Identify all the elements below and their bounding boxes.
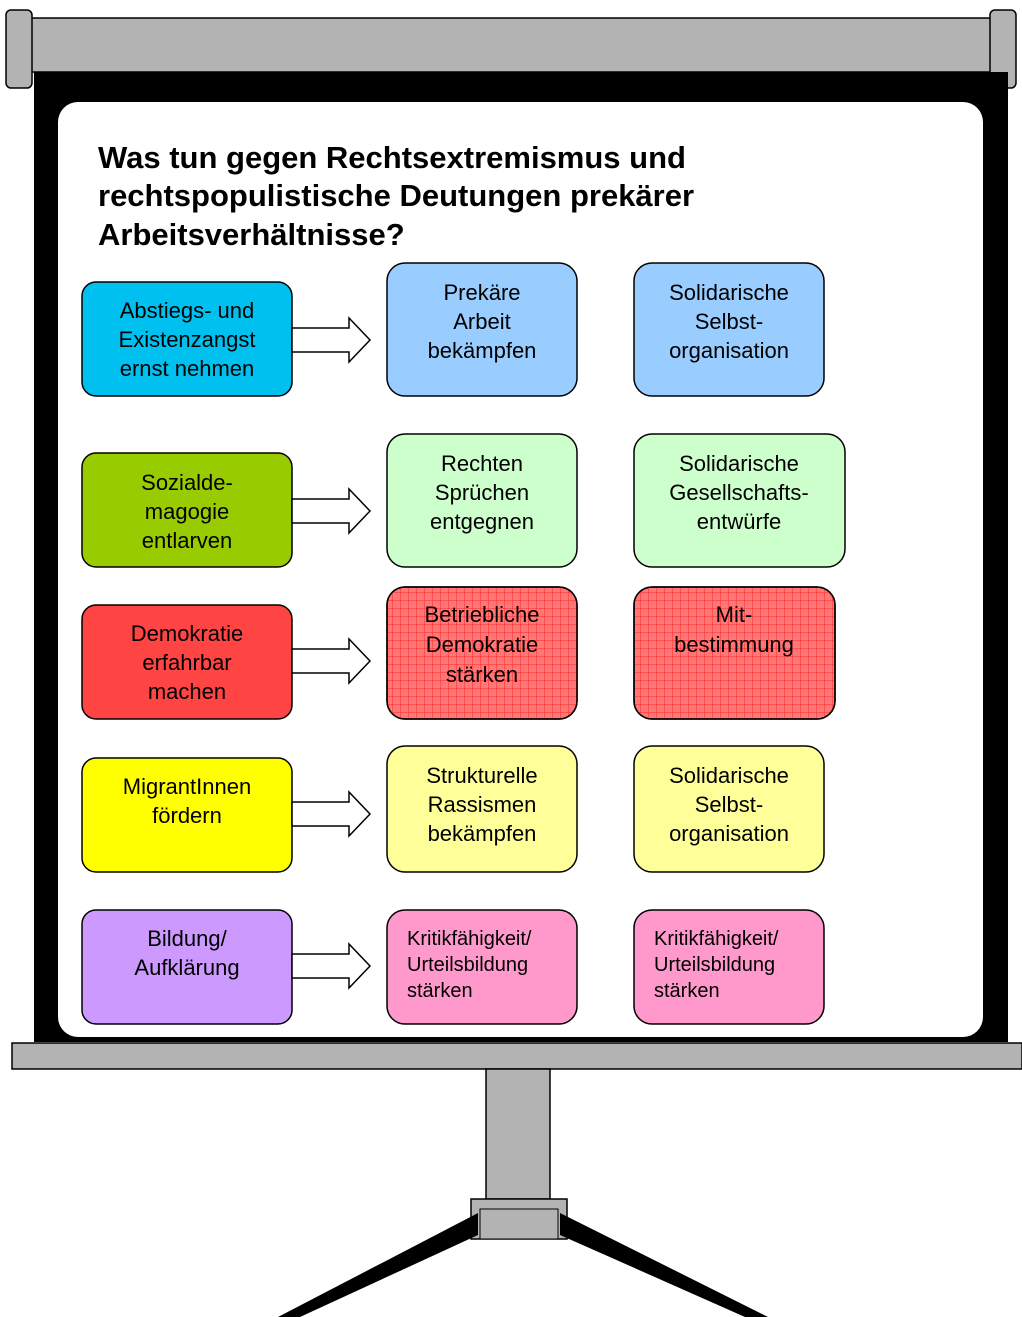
box-row5-middle-line3: stärken <box>407 980 473 1002</box>
box-row1-middle <box>386 262 578 397</box>
box-row2-left-line1: Sozialde- <box>141 470 233 495</box>
screen-bottom-bar <box>11 1042 1022 1070</box>
box-row5-left-line1: Bildung/ <box>147 926 227 951</box>
box-row4-middle-line2: Rassismen <box>428 792 537 817</box>
box-row3-middle-line2: Demokratie <box>426 632 538 657</box>
arrow-right-icon <box>291 790 372 838</box>
box-row5-right-line3: stärken <box>654 980 720 1002</box>
box-row3-middle-line1: Betriebliche <box>425 602 540 627</box>
box-row2-right-line1: Solidarische <box>679 451 799 476</box>
box-row1-right-line1: Solidarische <box>669 280 789 305</box>
box-row2-middle <box>386 433 578 568</box>
box-row3-left-line2: erfahrbar <box>142 650 231 675</box>
title-line-2: rechtspopulistische Deutungen prekärer <box>98 178 694 213</box>
box-row2-left-line3: entlarven <box>142 528 233 553</box>
arrow-right-icon <box>291 942 372 990</box>
row-5: Bildung/ Aufklärung Kritikfähigkeit/ Urt… <box>81 909 825 1025</box>
box-row5-left-line2: Aufklärung <box>134 955 239 980</box>
arrow-right-icon <box>291 637 372 685</box>
title-line-1: Was tun gegen Rechtsextremismus und <box>98 140 686 175</box>
box-row5-middle-line2: Urteilsbildung <box>407 954 528 976</box>
box-row3-middle-grid-texture <box>386 586 578 720</box>
box-row5-right-line1: Kritikfähigkeit/ <box>654 928 779 950</box>
box-row4-middle-line3: bekämpfen <box>428 821 537 846</box>
box-row5-middle <box>386 909 578 1025</box>
box-row3-left-line3: machen <box>148 679 226 704</box>
arrow-right-icon <box>291 316 372 364</box>
row-2: Sozialde- magogie entlarven Rechten Sprü… <box>81 433 846 568</box>
box-row5-middle-line1: Kritikfähigkeit/ <box>407 928 532 950</box>
row-4: MigrantInnen fördern Strukturelle Rassis… <box>81 745 825 873</box>
box-row1-middle-line3: bekämpfen <box>428 338 537 363</box>
box-row2-middle-line1: Rechten <box>441 451 523 476</box>
box-row2-right-line2: Gesellschafts- <box>669 480 808 505</box>
box-row4-right-line2: Selbst- <box>695 792 763 817</box>
box-row1-middle-line2: Arbeit <box>453 309 510 334</box>
box-row1-middle-line1: Prekäre <box>443 280 520 305</box>
box-row3-left-line1: Demokratie <box>131 621 243 646</box>
box-row1-left-line2: Existenzangst <box>119 327 256 352</box>
box-row5-right-line2: Urteilsbildung <box>654 954 775 976</box>
box-row4-right-line1: Solidarische <box>669 763 789 788</box>
box-row4-left-line2: fördern <box>152 803 222 828</box>
arrow-right-icon <box>291 487 372 535</box>
box-row1-left-line1: Abstiegs- und <box>120 298 255 323</box>
box-row4-right <box>633 745 825 873</box>
box-row2-middle-line3: entgegnen <box>430 509 534 534</box>
row-3: Demokratie erfahrbar machen Betriebliche… <box>81 586 836 720</box>
box-row1-right-line2: Selbst- <box>695 309 763 334</box>
box-row2-middle-line2: Sprüchen <box>435 480 529 505</box>
row-1: Abstiegs- und Existenzangst ernst nehmen… <box>81 262 825 397</box>
box-row5-right <box>633 909 825 1025</box>
box-row4-middle <box>386 745 578 873</box>
box-row3-right-line2: bestimmung <box>674 632 794 657</box>
title-line-3: Arbeitsverhältnisse? <box>98 217 405 252</box>
box-row1-right <box>633 262 825 397</box>
box-row4-middle-line1: Strukturelle <box>426 763 537 788</box>
box-row2-right-line3: entwürfe <box>697 509 781 534</box>
box-row1-right-line3: organisation <box>669 338 789 363</box>
box-row3-right-line1: Mit- <box>716 602 753 627</box>
box-row4-right-line3: organisation <box>669 821 789 846</box>
box-row1-left-line3: ernst nehmen <box>120 356 255 381</box>
box-row3-middle-line3: stärken <box>446 662 518 687</box>
screen-stand <box>278 1068 768 1317</box>
screen-roller-bar <box>5 9 1017 89</box>
box-row4-left-line1: MigrantInnen <box>123 774 251 799</box>
box-row2-right <box>633 433 846 568</box>
box-row2-left-line2: magogie <box>145 499 229 524</box>
box-row3-right-grid-texture <box>633 586 836 720</box>
